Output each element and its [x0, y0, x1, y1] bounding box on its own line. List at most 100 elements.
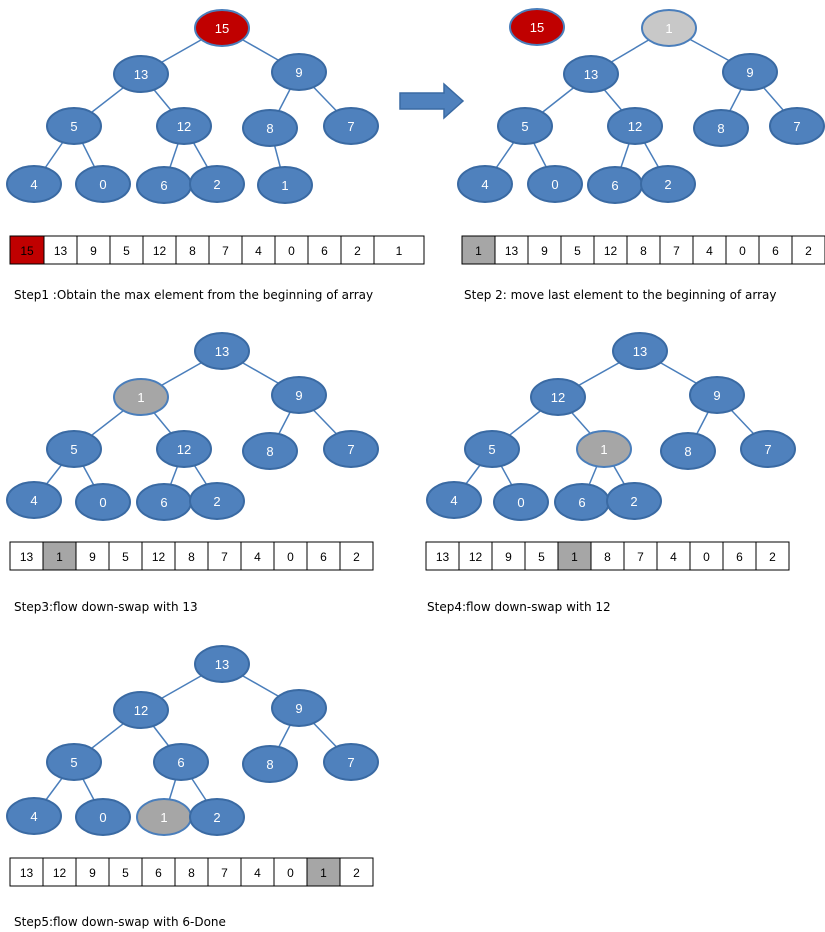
heap-node-label: 6: [160, 495, 167, 510]
array-cell-value: 13: [20, 866, 34, 880]
heap-node: [426, 481, 482, 519]
heap-node: [612, 332, 668, 370]
array-cell-value: 13: [20, 550, 34, 564]
array-cell-value: 0: [288, 244, 295, 258]
heap-node: [769, 107, 825, 145]
heap-node: [271, 689, 327, 727]
array-cell-value: 1: [571, 550, 578, 564]
array-cell: [42, 541, 77, 571]
array-cell: [339, 541, 374, 571]
heap-node: [689, 376, 745, 414]
heap-node-label: 8: [266, 444, 273, 459]
array-cell-value: 2: [769, 550, 776, 564]
array-cell: [373, 235, 425, 265]
array-cell-value: 4: [255, 244, 262, 258]
array-cell: [174, 857, 209, 887]
step2-caption: Step 2: move last element to the beginni…: [464, 288, 776, 302]
array-cell: [108, 541, 143, 571]
heap-node: [113, 691, 169, 729]
array-cell: [141, 857, 176, 887]
heap-node-label: 2: [630, 494, 637, 509]
array-cell: [142, 235, 177, 265]
array-cell-value: 7: [222, 244, 229, 258]
array-cell: [659, 235, 694, 265]
heap-node: [457, 165, 513, 203]
heap-node: [242, 745, 298, 783]
heap-node: [271, 376, 327, 414]
heap-node-label: 1: [137, 390, 144, 405]
array-cell-value: 4: [254, 866, 261, 880]
heap-node-label: 4: [30, 177, 37, 192]
array-cell-value: 2: [354, 244, 361, 258]
array-cell-value: 12: [53, 866, 67, 880]
heap-node-label: 12: [134, 703, 148, 718]
heap-node-label: 13: [134, 67, 148, 82]
heap-node: [740, 430, 796, 468]
heap-node-label: 7: [347, 119, 354, 134]
array-cell-value: 8: [604, 550, 611, 564]
array-cell: [527, 235, 562, 265]
heap-node: [189, 798, 245, 836]
heap-node-label: 6: [611, 178, 618, 193]
heap-node: [527, 165, 583, 203]
array-cell-value: 6: [772, 244, 779, 258]
array-cell: [274, 235, 309, 265]
array-cell-value: 4: [670, 550, 677, 564]
step4-caption: Step4:flow down-swap with 12: [427, 600, 611, 614]
heap-node-label: 13: [584, 67, 598, 82]
array-cell: [626, 235, 661, 265]
heap-node-label: 0: [517, 495, 524, 510]
array-cell: [306, 857, 341, 887]
heap-node: [46, 107, 102, 145]
array-cell: [557, 541, 592, 571]
heap-node-label: 0: [99, 177, 106, 192]
heap-node-label: 8: [266, 757, 273, 772]
heap-node-label: 15: [215, 21, 229, 36]
heap-node: [464, 430, 520, 468]
array-cell-value: 6: [736, 550, 743, 564]
array-cell-value: 0: [703, 550, 710, 564]
array-cell: [339, 857, 374, 887]
array-cell-value: 5: [123, 244, 130, 258]
heap-node-label: 12: [551, 390, 565, 405]
array-cell: [425, 541, 460, 571]
heap-node: [75, 483, 131, 521]
array-cell-value: 0: [739, 244, 746, 258]
heap-node: [530, 378, 586, 416]
array-cell-value: 9: [89, 866, 96, 880]
array-cell-value: 13: [505, 244, 519, 258]
heap-node: [493, 483, 549, 521]
array-cell-value: 9: [505, 550, 512, 564]
heap-node-label: 1: [281, 178, 288, 193]
heap-node-label: 2: [213, 494, 220, 509]
array-cell-value: 5: [538, 550, 545, 564]
array-cell-value: 9: [89, 550, 96, 564]
heap-node: [153, 743, 209, 781]
heap-node: [271, 53, 327, 91]
heap-node: [323, 743, 379, 781]
heap-node-label: 1: [600, 442, 607, 457]
heap-node-label: 4: [30, 493, 37, 508]
heap-node-label: 9: [295, 701, 302, 716]
step3-edges: [33, 350, 352, 503]
heap-node: [607, 107, 663, 145]
heap-node-label: 9: [746, 65, 753, 80]
array-cell: [108, 857, 143, 887]
array-cell-value: 1: [320, 866, 327, 880]
array-cell-value: 7: [221, 866, 228, 880]
step1-caption: Step1 :Obtain the max element from the b…: [14, 288, 373, 302]
array-cell-value: 4: [706, 244, 713, 258]
heap-node: [189, 165, 245, 203]
heap-node-label: 9: [295, 388, 302, 403]
array-cell-value: 7: [673, 244, 680, 258]
heap-node: [6, 481, 62, 519]
array-cell-value: 2: [353, 550, 360, 564]
